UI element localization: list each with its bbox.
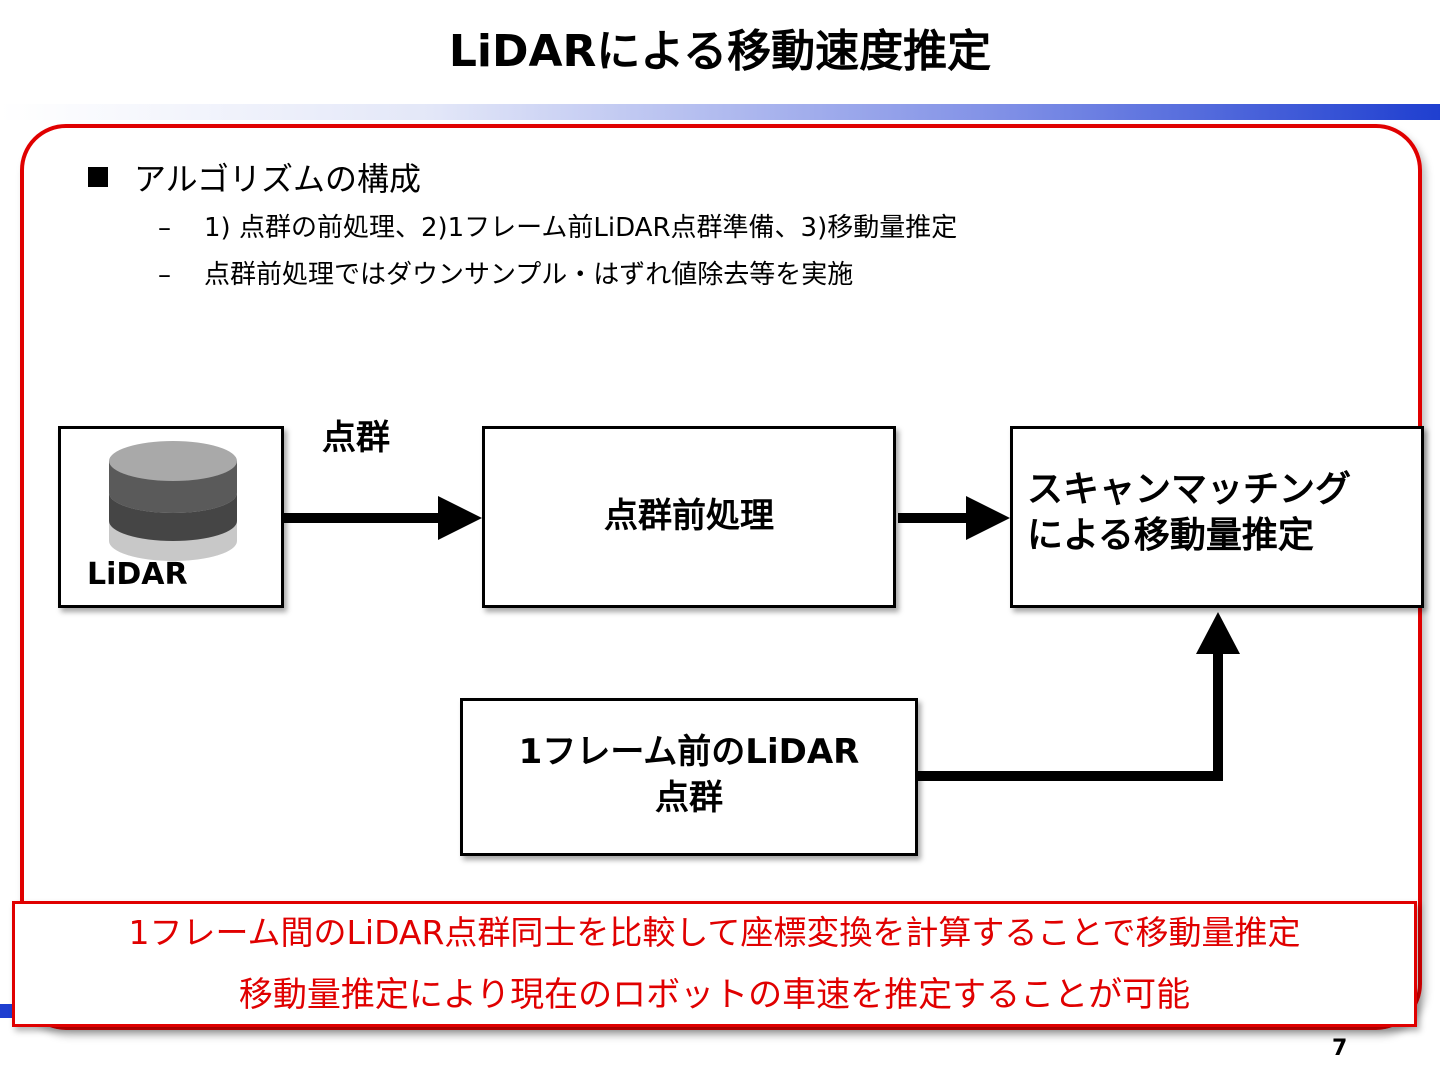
preprocess-box: 点群前処理 (482, 426, 896, 608)
lidar-box: LiDAR (58, 426, 284, 608)
sub-bullet-text: 1) 点群の前処理、2)1フレーム前LiDAR点群準備、3)移動量推定 (204, 213, 958, 243)
summary-line-1: 1フレーム間のLiDAR点群同士を比較して座標変換を計算することで移動量推定 (128, 913, 1301, 952)
title-band (0, 104, 1440, 120)
arrow-preprocess-to-scan (898, 496, 1010, 540)
dash-bullet-icon: – (158, 213, 171, 243)
dash-bullet-icon: – (158, 260, 171, 290)
scan-matching-label-line2: による移動量推定 (1027, 515, 1314, 556)
sub-bullet-1: – 1) 点群の前処理、2)1フレーム前LiDAR点群準備、3)移動量推定 (158, 208, 957, 248)
preprocess-label: 点群前処理 (604, 496, 774, 536)
square-bullet-icon (88, 167, 108, 187)
lidar-label: LiDAR (87, 557, 188, 592)
arrow-lidar-to-preprocess (284, 496, 482, 540)
previous-frame-box: 1フレーム前のLiDAR 点群 (460, 698, 918, 856)
database-icon (109, 441, 237, 561)
summary-box: 1フレーム間のLiDAR点群同士を比較して座標変換を計算することで移動量推定 移… (12, 901, 1417, 1027)
point-cloud-edge-label: 点群 (322, 418, 390, 458)
arrow-previous-to-scan (918, 612, 1240, 781)
main-bullet-text: アルゴリズムの構成 (134, 160, 422, 198)
page-number: 7 (1332, 1036, 1348, 1061)
scan-matching-label-line1: スキャンマッチング (1027, 469, 1352, 510)
previous-frame-label-line1: 1フレーム前のLiDAR (518, 732, 860, 772)
sub-bullet-text: 点群前処理ではダウンサンプル・はずれ値除去等を実施 (204, 260, 854, 290)
main-bullet: アルゴリズムの構成 (88, 156, 421, 202)
summary-line-2: 移動量推定により現在のロボットの車速を推定することが可能 (238, 975, 1191, 1015)
scan-matching-box: スキャンマッチング による移動量推定 (1010, 426, 1424, 608)
previous-frame-label-line2: 点群 (655, 778, 723, 818)
slide-title: LiDARによる移動速度推定 (448, 26, 992, 77)
sub-bullet-2: – 点群前処理ではダウンサンプル・はずれ値除去等を実施 (158, 255, 853, 295)
